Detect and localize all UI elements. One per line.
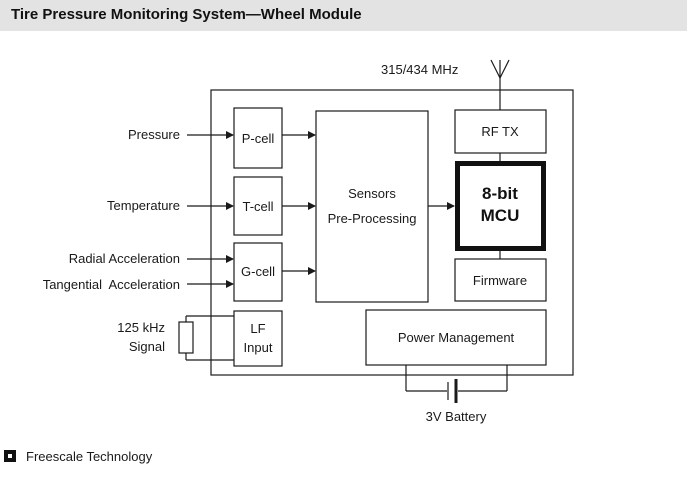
- firmware-label: Firmware: [473, 273, 527, 288]
- firmware-block: [454, 258, 547, 302]
- rf-tx-block: [454, 109, 547, 154]
- tangential-acceleration-label: Tangential Acceleration: [43, 277, 180, 292]
- lf-input-label-line1: LF: [250, 321, 265, 336]
- page-title: Tire Pressure Monitoring System—Wheel Mo…: [11, 6, 362, 23]
- power-management-block: [365, 309, 547, 366]
- module-boundary: [210, 89, 574, 376]
- rf-tx-label: RF TX: [481, 124, 519, 139]
- sensors-preprocessing-block: [315, 110, 429, 303]
- frequency-label: 315/434 MHz: [381, 62, 458, 77]
- radial-acceleration-label: Radial Acceleration: [69, 251, 180, 266]
- lf-coil-icon: [178, 315, 234, 361]
- pressure-label: Pressure: [128, 127, 180, 142]
- battery-icon: [447, 379, 458, 403]
- p-cell-label: P-cell: [242, 131, 275, 146]
- lf-input-label-line2: Input: [244, 340, 273, 355]
- antenna-icon: [490, 59, 510, 110]
- p-cell-block: [233, 107, 283, 169]
- g-cell-block: [233, 242, 283, 302]
- sensors-label-line2: Pre-Processing: [328, 211, 417, 226]
- mcu-label-line2: MCU: [481, 206, 520, 225]
- sensors-label-line1: Sensors: [348, 186, 396, 201]
- battery-label: 3V Battery: [426, 409, 487, 424]
- temperature-label: Temperature: [107, 198, 180, 213]
- t-cell-block: [233, 176, 283, 236]
- legend-swatch-icon: [4, 450, 16, 462]
- lf-signal-label-line2: Signal: [129, 339, 165, 354]
- lf-input-block: [233, 310, 283, 367]
- g-cell-label: G-cell: [241, 264, 275, 279]
- header-bar: Tire Pressure Monitoring System—Wheel Mo…: [0, 0, 687, 31]
- mcu-block: [455, 161, 546, 251]
- mcu-label-line1: 8-bit: [482, 184, 518, 203]
- t-cell-label: T-cell: [242, 199, 273, 214]
- lf-signal-label-line1: 125 kHz: [117, 320, 165, 335]
- power-management-label: Power Management: [398, 330, 515, 345]
- battery-wiring: [405, 365, 508, 392]
- legend-label: Freescale Technology: [26, 449, 153, 464]
